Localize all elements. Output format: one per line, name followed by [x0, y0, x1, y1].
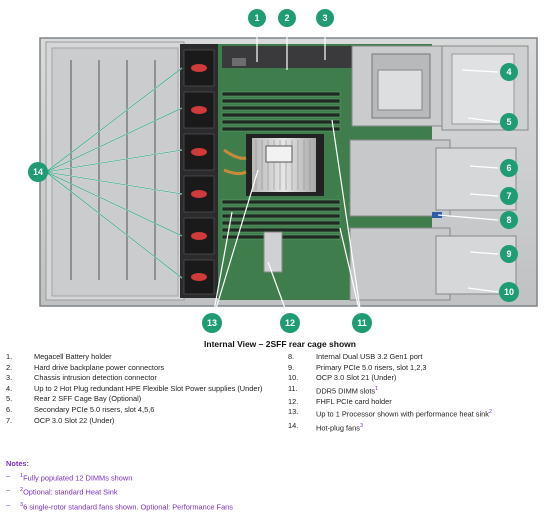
legend-item: 14.Hot-plug fans3: [288, 420, 364, 432]
callout-14: 14: [28, 162, 48, 182]
notes-heading: Notes:: [6, 459, 29, 468]
svg-text:11: 11: [357, 318, 367, 328]
callout-13: 13: [202, 313, 222, 333]
processor-heat-sink: [223, 134, 324, 196]
svg-text:9: 9: [506, 249, 511, 259]
callout-11: 11: [352, 313, 372, 333]
svg-text:6: 6: [506, 163, 511, 173]
callout-4: 4: [500, 63, 518, 81]
server-internal-view: 1 2 3 4 5 6 7 8 9 10 11 12 13 14: [28, 9, 538, 333]
callout-12: 12: [280, 313, 300, 333]
legend-item: 4.Up to 2 Hot Plug redundant HPE Flexibl…: [6, 383, 263, 393]
callout-8: 8: [500, 211, 518, 229]
svg-text:12: 12: [285, 318, 295, 328]
svg-text:13: 13: [207, 318, 217, 328]
callout-7: 7: [500, 187, 518, 205]
svg-text:1: 1: [254, 13, 259, 23]
svg-text:2: 2: [284, 13, 289, 23]
legend-item: 11.DDR5 DIMM slots1: [288, 383, 379, 396]
legend-item: 5.Rear 2 SFF Cage Bay (Optional): [6, 394, 142, 404]
callout-10: 10: [499, 282, 519, 302]
notes-section: Notes: –1Fully populated 12 DIMMs shown …: [6, 458, 233, 513]
legend-item: 1.Megacell Battery holder: [6, 352, 112, 361]
legend-item: 3.Chassis intrusion detection connector: [6, 373, 157, 383]
svg-text:3: 3: [322, 13, 327, 23]
svg-text:10: 10: [504, 287, 514, 297]
callout-9: 9: [500, 245, 518, 263]
legend-item: 10.OCP 3.0 Slot 21 (Under): [288, 373, 397, 383]
callout-5: 5: [500, 113, 518, 131]
svg-text:8: 8: [506, 215, 511, 225]
fhfl-card-holder: [263, 231, 283, 273]
legend-item: 12.FHFL PCIe card holder: [288, 396, 392, 406]
callout-6: 6: [500, 159, 518, 177]
legend-item: 13.Up to 1 Processor shown with performa…: [288, 407, 493, 419]
rear-cages: [349, 45, 529, 301]
callout-2: 2: [278, 9, 296, 27]
svg-text:14: 14: [33, 167, 43, 177]
legend-right-column: 8.Internal Dual USB 3.2 Gen1 port 9.Prim…: [288, 352, 556, 434]
note-item: –1Fully populated 12 DIMMs shown: [6, 471, 133, 483]
legend-item: 9.Primary PCIe 5.0 risers, slot 1,2,3: [288, 362, 427, 372]
legend-item: 6.Secondary PCIe 5.0 risers, slot 4,5,6: [6, 404, 155, 414]
legend-item: 8.Internal Dual USB 3.2 Gen1 port: [288, 352, 423, 361]
note-item: –2Optional: standard Heat Sink: [6, 485, 118, 497]
svg-text:5: 5: [506, 117, 511, 127]
svg-text:7: 7: [506, 191, 511, 201]
legend-item: 7.OCP 3.0 Slot 22 (Under): [6, 415, 115, 425]
callout-3: 3: [316, 9, 334, 27]
figure-caption: Internal View – 2SFF rear cage shown: [204, 339, 356, 349]
legend-left-column: 1.Megacell Battery holder 2.Hard drive b…: [6, 352, 286, 426]
callout-1: 1: [248, 9, 266, 27]
front-drive-bay: [45, 41, 185, 301]
legend-item: 2.Hard drive backplane power connectors: [6, 362, 165, 372]
note-item: –36 single-rotor standard fans shown. Op…: [6, 499, 233, 512]
hot-plug-fans: [180, 44, 218, 298]
svg-text:4: 4: [506, 67, 511, 77]
